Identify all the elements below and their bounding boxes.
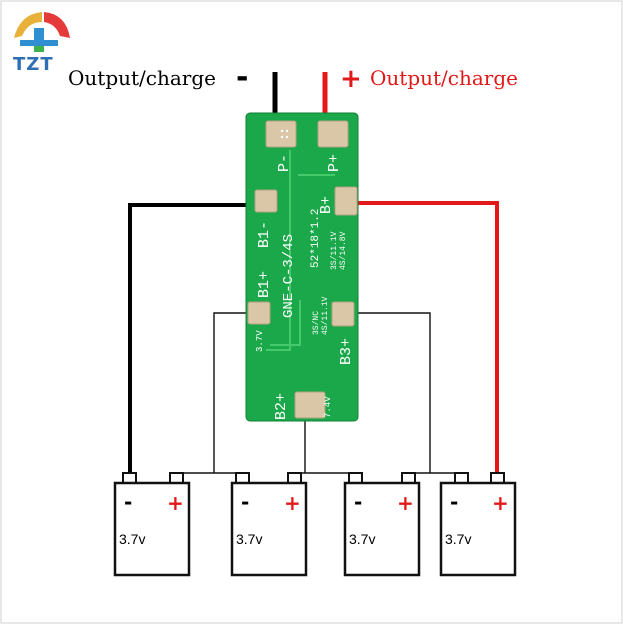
battery-4-pos: + <box>492 491 509 515</box>
label-b1-minus: B1- <box>256 221 273 248</box>
label-b3-plus: B3+ <box>338 338 355 365</box>
pad-p-minus <box>265 120 297 148</box>
battery-3: - + 3.7v <box>343 472 421 577</box>
board-model: GNE-C-3/4S <box>281 234 297 318</box>
battery-1-voltage: 3.7v <box>119 531 145 547</box>
battery-3-neg: - <box>354 490 362 514</box>
mark-config-mid-2: 4S/11.1V <box>321 296 330 335</box>
battery-1-neg: - <box>124 490 132 514</box>
mark-config-top-2: 4S/14.8V <box>339 231 348 270</box>
output-positive-sign: + <box>340 64 362 94</box>
label-b1-plus: B1+ <box>256 271 273 298</box>
battery-3-pos: + <box>397 491 414 515</box>
battery-3-voltage: 3.7v <box>349 531 375 547</box>
b-minus-wire <box>128 203 259 473</box>
battery-2-pos: + <box>284 491 301 515</box>
battery-2-voltage: 3.7v <box>236 531 262 547</box>
mark-config-top-1: 3S/11.1V <box>330 231 339 270</box>
battery-2: - + 3.7v <box>230 472 308 577</box>
logo-text: TZT <box>13 54 54 75</box>
label-b-plus: B+ <box>318 196 335 214</box>
battery-4: - + 3.7v <box>439 472 517 577</box>
label-p-plus: P+ <box>326 154 343 172</box>
pad-p-plus <box>317 120 349 148</box>
pad-b1-plus <box>247 301 271 325</box>
battery-4-neg: - <box>450 490 458 514</box>
mark-config-mid-1: 3S/NC <box>312 311 321 335</box>
label-p-minus: P- <box>276 154 293 172</box>
board-spec: 52*18*1.2 <box>310 209 322 268</box>
battery-4-voltage: 3.7v <box>445 531 471 547</box>
label-b2-plus: B2+ <box>273 393 290 420</box>
pad-b2-plus <box>294 391 326 419</box>
pad-b3-plus <box>331 301 355 327</box>
battery-1: - + 3.7v <box>113 472 191 577</box>
pad-b1-minus <box>254 189 278 213</box>
mark-3-7v: 3.7V <box>255 330 265 352</box>
logo: TZT <box>13 12 70 75</box>
pad-b-plus <box>334 186 358 216</box>
output-positive-label: Output/charge <box>370 66 518 90</box>
output-negative-label: Output/charge <box>68 66 216 90</box>
protection-board: P- P+ B+ B1- B1+ B3+ B2+ GNE-C-3/4S 52*1… <box>245 112 359 422</box>
mark-7-4v: 7.4V <box>323 396 333 418</box>
logo-emblem-icon <box>14 12 70 52</box>
b-plus-wire <box>345 201 499 473</box>
battery-1-pos: + <box>167 491 184 515</box>
battery-2-neg: - <box>241 490 249 514</box>
output-negative-sign: - <box>236 60 248 95</box>
